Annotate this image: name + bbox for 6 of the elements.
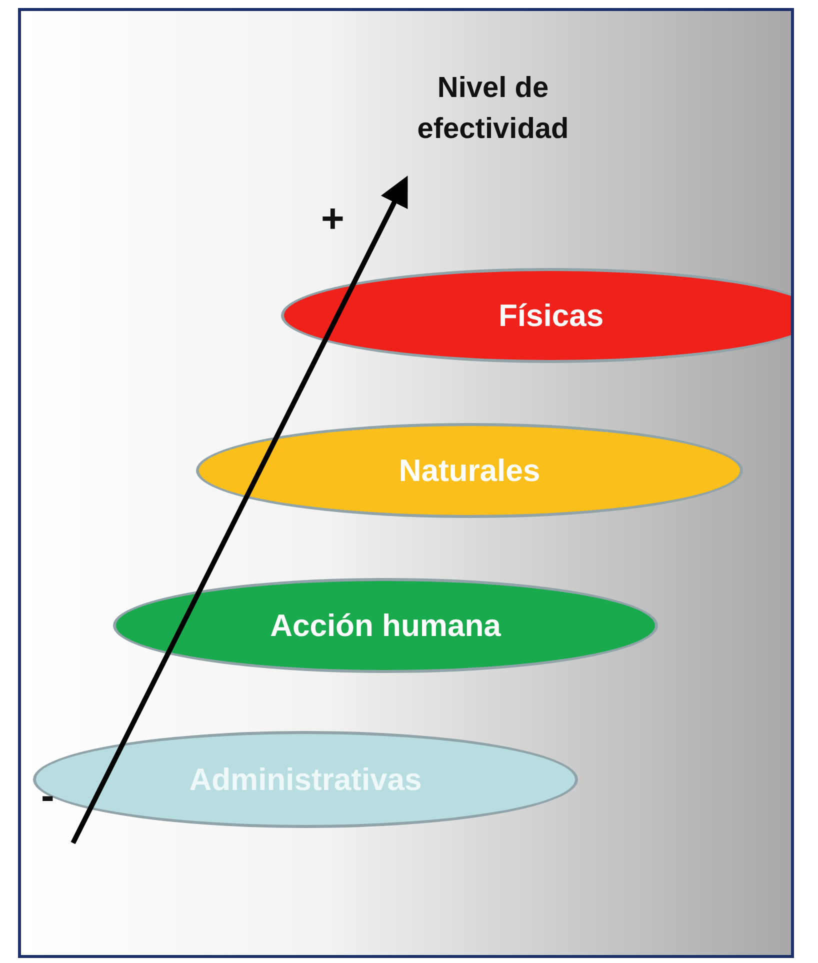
minus-sign: - [41,773,56,820]
category-label: Acción humana [270,608,501,644]
category-label: Físicas [498,298,604,334]
axis-label: Nivel de efectividad [416,71,570,147]
category-label: Naturales [398,452,540,488]
plus-sign: + [321,196,346,243]
